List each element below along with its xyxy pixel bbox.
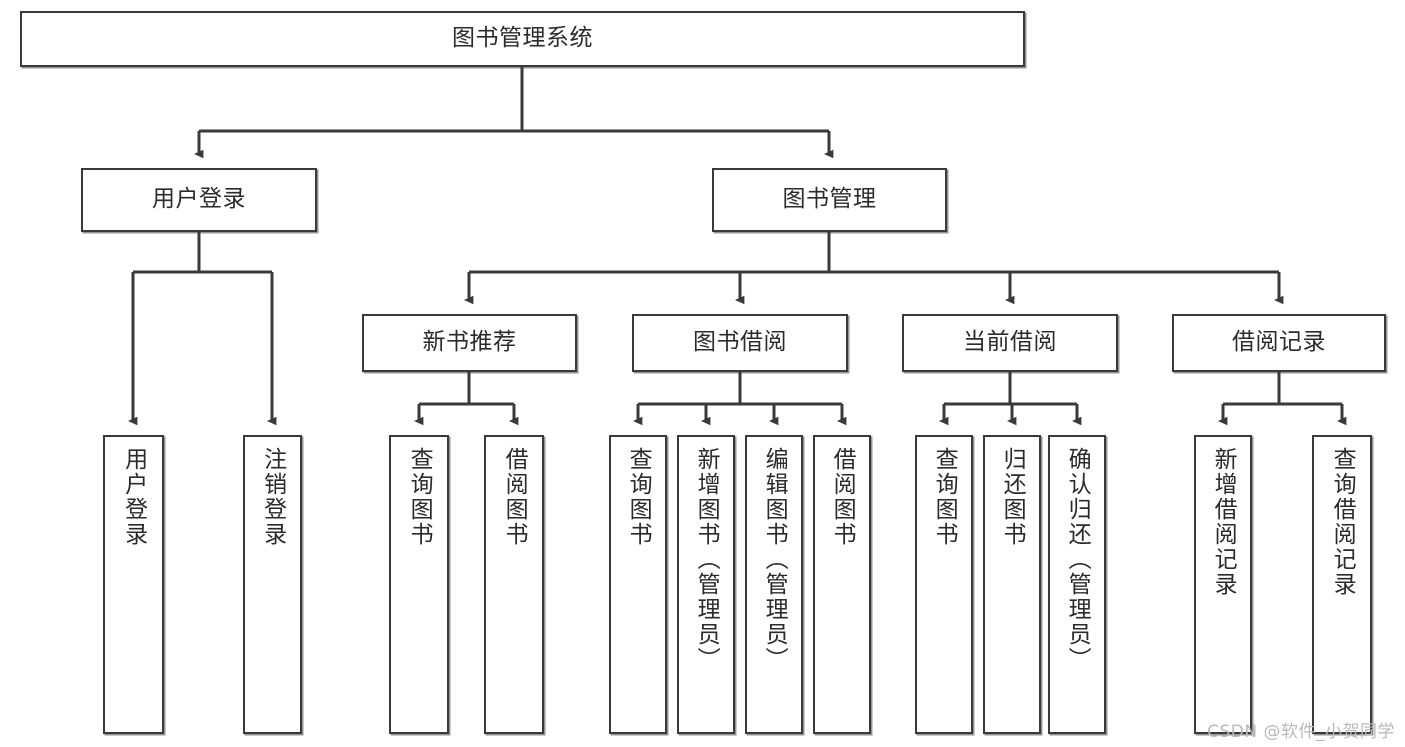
node-label: 查询图书 (625, 447, 652, 547)
node-label: 图书管理系统 (452, 25, 593, 52)
node-current-borrow[interactable]: 当前借阅 (902, 314, 1118, 372)
watermark-text: CSDN @软件_小贺同学 (1207, 722, 1395, 742)
node-leaf-query-borrow-record[interactable]: 查询借阅记录 (1312, 435, 1372, 734)
node-borrow-record[interactable]: 借阅记录 (1172, 314, 1386, 372)
node-label: 查询图书 (406, 447, 433, 547)
node-label: 确认归还（管理员） (1064, 447, 1091, 672)
node-label: 新书推荐 (422, 329, 517, 356)
node-leaf-user-login[interactable]: 用户登录 (103, 435, 164, 734)
node-label: 编辑图书（管理员） (761, 447, 788, 672)
node-root-system[interactable]: 图书管理系统 (20, 11, 1025, 67)
node-leaf-logout[interactable]: 注销登录 (243, 435, 302, 734)
node-label: 借阅图书 (501, 447, 528, 547)
node-book-borrow[interactable]: 图书借阅 (632, 314, 848, 372)
node-leaf-return-book[interactable]: 归还图书 (983, 435, 1041, 734)
node-label: 借阅记录 (1232, 329, 1326, 356)
node-book-management[interactable]: 图书管理 (712, 168, 947, 232)
node-label: 当前借阅 (963, 329, 1057, 356)
node-leaf-query-book-recommend[interactable]: 查询图书 (389, 435, 449, 734)
node-label: 图书借阅 (693, 329, 787, 356)
node-label: 用户登录 (120, 447, 147, 547)
node-label: 用户登录 (152, 186, 246, 213)
node-label: 查询图书 (931, 447, 958, 547)
node-leaf-query-book-borrow[interactable]: 查询图书 (609, 435, 667, 734)
node-label: 归还图书 (999, 447, 1026, 547)
node-leaf-confirm-return-admin[interactable]: 确认归还（管理员） (1048, 435, 1106, 734)
node-label: 新增图书（管理员） (693, 447, 720, 672)
node-leaf-edit-book-admin[interactable]: 编辑图书（管理员） (745, 435, 803, 734)
node-leaf-borrow-book-recommend[interactable]: 借阅图书 (484, 435, 544, 734)
node-leaf-add-book-admin[interactable]: 新增图书（管理员） (677, 435, 735, 734)
node-leaf-add-borrow-record[interactable]: 新增借阅记录 (1194, 435, 1252, 734)
node-user-login[interactable]: 用户登录 (81, 168, 317, 232)
node-label: 注销登录 (259, 447, 286, 547)
node-label: 查询借阅记录 (1329, 447, 1356, 597)
node-new-book-recommend[interactable]: 新书推荐 (362, 314, 577, 372)
node-label: 借阅图书 (829, 447, 856, 547)
node-leaf-query-book-current[interactable]: 查询图书 (915, 435, 973, 734)
node-leaf-borrow-book[interactable]: 借阅图书 (813, 435, 871, 734)
node-label: 图书管理 (782, 186, 877, 213)
node-label: 新增借阅记录 (1210, 447, 1237, 597)
